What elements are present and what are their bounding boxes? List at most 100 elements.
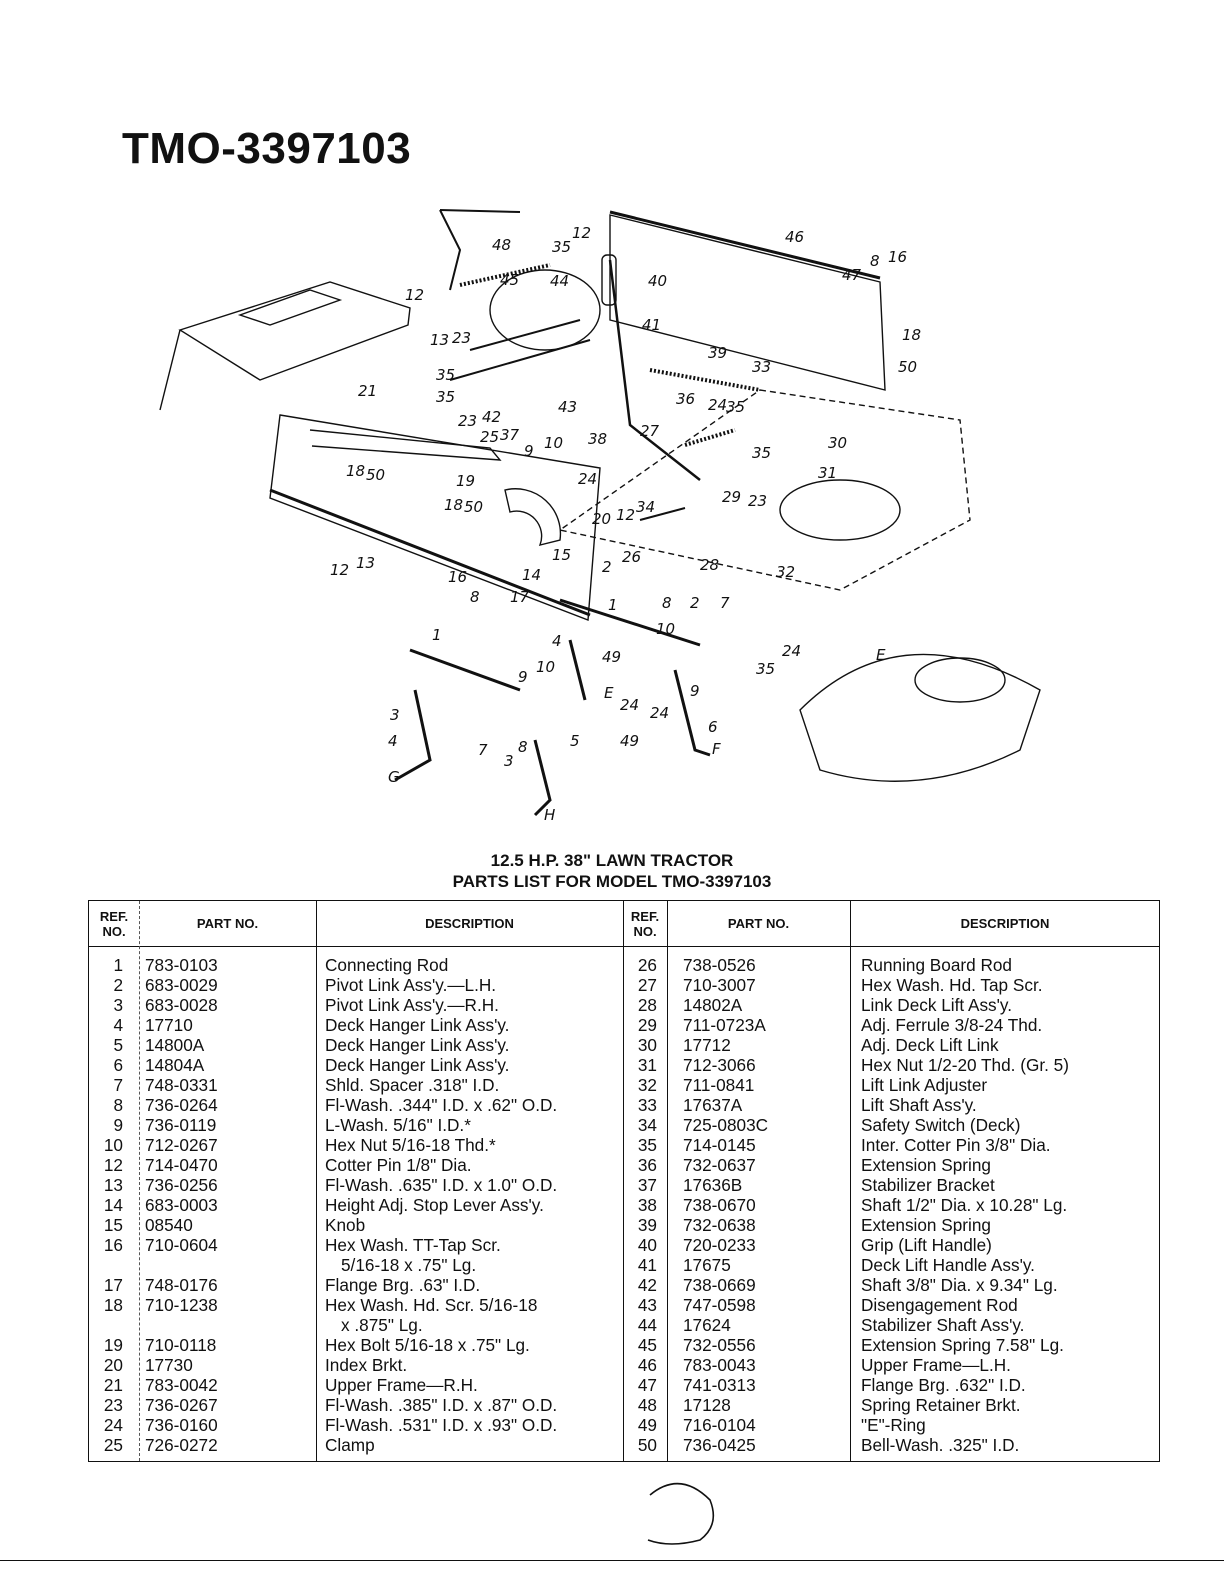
table-cell-ref: 49 (637, 1415, 657, 1435)
table-cell-description: Stabilizer Shaft Ass'y. (861, 1315, 1157, 1335)
table-cell-part-number: 716-0104 (683, 1415, 756, 1435)
header-desc-left: DESCRIPTION (316, 901, 623, 947)
table-cell-part-number: 738-0526 (683, 955, 756, 975)
callout-49b: 49 (620, 732, 639, 750)
hanger-link-5 (533, 739, 552, 817)
footer-rule (0, 1560, 1224, 1561)
table-cell-ref: 15 (103, 1215, 123, 1235)
table-cell-ref: 46 (637, 1355, 657, 1375)
description-line: Adj. Ferrule 3/8-24 Thd. (861, 1015, 1043, 1035)
callout-24e: 24 (782, 642, 801, 660)
callout-7: 7 (720, 594, 730, 612)
divider (667, 901, 668, 1461)
table-cell-ref: 31 (637, 1055, 657, 1075)
parts-list-heading: 12.5 H.P. 38" LAWN TRACTOR PARTS LIST FO… (0, 850, 1224, 892)
table-cell-ref: 25 (103, 1435, 123, 1455)
table-cell-ref: 43 (637, 1295, 657, 1315)
callout-9: 9 (524, 442, 534, 460)
table-cell-description: Adj. Ferrule 3/8-24 Thd. (861, 1015, 1157, 1035)
header-desc-right: DESCRIPTION (850, 901, 1160, 947)
parts-list-line: PARTS LIST FOR MODEL TMO-3397103 (452, 872, 772, 891)
callout-25: 25 (480, 428, 499, 446)
callout-18: 18 (902, 326, 921, 344)
table-cell-ref: 27 (637, 975, 657, 995)
callout-8d: 8 (518, 738, 528, 756)
callout-14: 14 (522, 566, 541, 584)
table-cell-description: Disengagement Rod (861, 1295, 1157, 1315)
table-cell-description: Fl-Wash. .344" I.D. x .62" O.D. (325, 1095, 620, 1115)
table-cell-ref: 32 (637, 1075, 657, 1095)
callout-42: 42 (482, 408, 501, 426)
description-line-continued: x .875" Lg. (341, 1315, 423, 1335)
callout-23: 23 (452, 329, 471, 347)
header-ref-right: REF. NO. (623, 901, 667, 947)
callout-48: 48 (492, 236, 511, 254)
callout-37: 37 (500, 426, 520, 444)
table-cell-description: Shld. Spacer .318" I.D. (325, 1075, 620, 1095)
callout-18c: 18 (444, 496, 463, 514)
table-cell-description: Extension Spring (861, 1215, 1157, 1235)
table-cell-description: Fl-Wash. .635" I.D. x 1.0" O.D. (325, 1175, 620, 1195)
callout-17: 17 (510, 588, 530, 606)
table-cell-ref: 8 (113, 1095, 123, 1115)
table-cell-description: Hex Bolt 5/16-18 x .75" Lg. (325, 1335, 620, 1355)
table-cell-ref: 44 (637, 1315, 657, 1335)
description-line: Safety Switch (Deck) (861, 1115, 1021, 1135)
extension-spring-39 (649, 368, 761, 392)
description-line: Cotter Pin 1/8" Dia. (325, 1155, 472, 1175)
table-cell-ref: 4 (113, 1015, 123, 1035)
description-line: Shld. Spacer .318" I.D. (325, 1075, 500, 1095)
description-line: Pivot Link Ass'y.—R.H. (325, 995, 499, 1015)
callout-13: 13 (430, 331, 449, 349)
description-line: Running Board Rod (861, 955, 1012, 975)
description-line: Clamp (325, 1435, 375, 1455)
description-line: Lift Shaft Ass'y. (861, 1095, 977, 1115)
description-line: Fl-Wash. .531" I.D. x .93" O.D. (325, 1415, 558, 1435)
description-line: Flange Brg. .63" I.D. (325, 1275, 481, 1295)
callout-21: 21 (358, 382, 377, 400)
description-line: Disengagement Rod (861, 1295, 1018, 1315)
callout-2: 2 (602, 558, 612, 576)
divider (139, 901, 140, 1461)
table-cell-part-number: 748-0176 (145, 1275, 218, 1295)
table-cell-ref: 39 (637, 1215, 657, 1235)
table-cell-part-number: 732-0638 (683, 1215, 756, 1235)
table-cell-part-number: 747-0598 (683, 1295, 756, 1315)
table-cell-description: Adj. Deck Lift Link (861, 1035, 1157, 1055)
callout-4b: 4 (388, 732, 398, 750)
diagram-drawing: 48 35 12 46 8 16 47 18 50 45 44 40 41 12… (159, 209, 1041, 824)
header-part-right: PART NO. (667, 901, 850, 947)
hanger-link-6 (673, 669, 711, 757)
left-panel-cutout (237, 289, 343, 326)
table-cell-ref: 38 (637, 1195, 657, 1215)
table-cell-description: Shaft 3/8" Dia. x 9.34" Lg. (861, 1275, 1157, 1295)
table-cell-ref: 23 (103, 1395, 123, 1415)
callout-35b: 35 (436, 366, 455, 384)
description-line: Extension Spring 7.58" Lg. (861, 1335, 1064, 1355)
callout-13b: 13 (356, 554, 375, 572)
callout-29: 29 (722, 488, 741, 506)
table-cell-part-number: 712-3066 (683, 1055, 756, 1075)
table-cell-part-number: 732-0637 (683, 1155, 756, 1175)
diagram-callout-labels: 48 35 12 46 8 16 47 18 50 45 44 40 41 12… (330, 224, 921, 824)
description-line: Fl-Wash. .385" I.D. x .87" O.D. (325, 1395, 558, 1415)
table-cell-ref: 21 (103, 1375, 123, 1395)
table-cell-part-number: 14800A (145, 1035, 205, 1055)
table-cell-part-number: 783-0103 (145, 955, 218, 975)
table-cell-part-number: 08540 (145, 1215, 193, 1235)
description-line: Hex Nut 5/16-18 Thd.* (325, 1135, 496, 1155)
table-cell-description: Shaft 1/2" Dia. x 10.28" Lg. (861, 1195, 1157, 1215)
table-cell-description: Hex Wash. Hd. Tap Scr. (861, 975, 1157, 995)
description-line: Fl-Wash. .344" I.D. x .62" O.D. (325, 1095, 558, 1115)
table-cell-description: Fl-Wash. .531" I.D. x .93" O.D. (325, 1415, 620, 1435)
extension-spring-36 (684, 428, 736, 447)
upper-frame-rh-shape (269, 414, 601, 621)
description-line: Deck Lift Handle Ass'y. (861, 1255, 1035, 1275)
table-cell-ref: 29 (637, 1015, 657, 1035)
shaft-38 (469, 319, 581, 351)
callout-39: 39 (708, 344, 727, 362)
callout-27: 27 (640, 422, 660, 440)
callout-23c: 23 (748, 492, 767, 510)
top-control-link (439, 209, 462, 291)
